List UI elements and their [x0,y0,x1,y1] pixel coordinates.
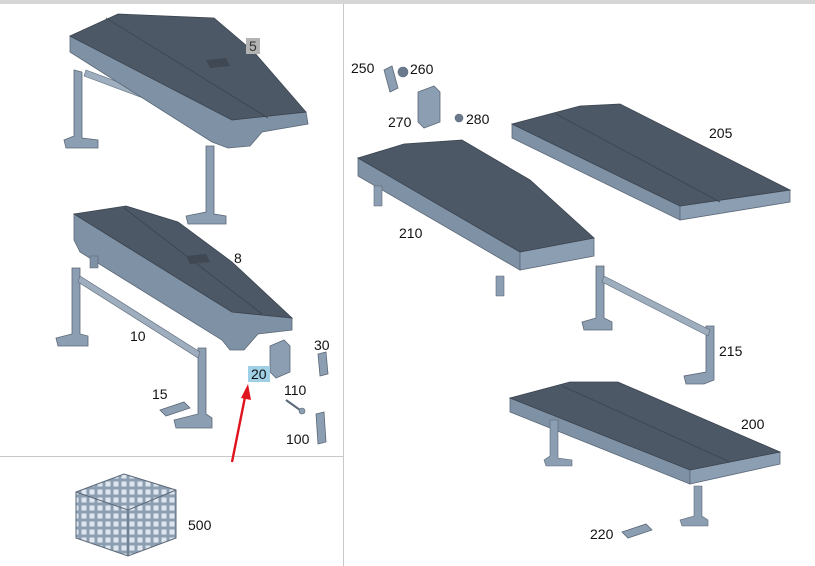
part-15-foot [159,401,191,417]
part-210-floor-panel [357,139,595,297]
label-part-220[interactable]: 220 [590,526,614,542]
label-part-20[interactable]: 20 [248,366,270,382]
label-part-10[interactable]: 10 [130,328,146,344]
label-part-210[interactable]: 210 [399,225,423,241]
part-215-frame [581,265,715,385]
red-arrow [230,384,251,463]
label-part-110[interactable]: 110 [284,382,307,398]
label-part-500[interactable]: 500 [188,517,212,533]
part-8-cargo-cover [72,205,294,351]
label-part-250[interactable]: 250 [351,60,375,76]
part-205-floor-panel [510,103,792,221]
label-part-30[interactable]: 30 [314,337,330,353]
label-part-260[interactable]: 260 [410,61,434,77]
part-220-foot [621,523,653,539]
part-280-screw [454,113,464,123]
part-250-bracket [383,65,399,93]
label-part-280[interactable]: 280 [466,111,490,127]
part-20-bracket [269,339,291,379]
label-part-215[interactable]: 215 [719,343,743,359]
part-10-frame [55,267,213,429]
label-part-270[interactable]: 270 [388,114,412,130]
part-500-crate [75,473,177,557]
label-part-8[interactable]: 8 [234,250,242,266]
label-part-205[interactable]: 205 [709,125,733,141]
label-part-200[interactable]: 200 [741,416,765,432]
label-part-15[interactable]: 15 [152,386,168,402]
part-100-clip [315,411,327,445]
label-part-5[interactable]: 5 [246,38,260,54]
label-part-100[interactable]: 100 [286,431,310,447]
part-200-floor-panel [508,381,782,527]
part-5-cargo-cover [63,13,309,225]
top-bar [0,0,815,4]
part-260-knob [397,66,409,78]
part-270-bracket [417,85,441,129]
part-30-hinge [317,351,329,377]
part-110-bolt [285,399,306,415]
